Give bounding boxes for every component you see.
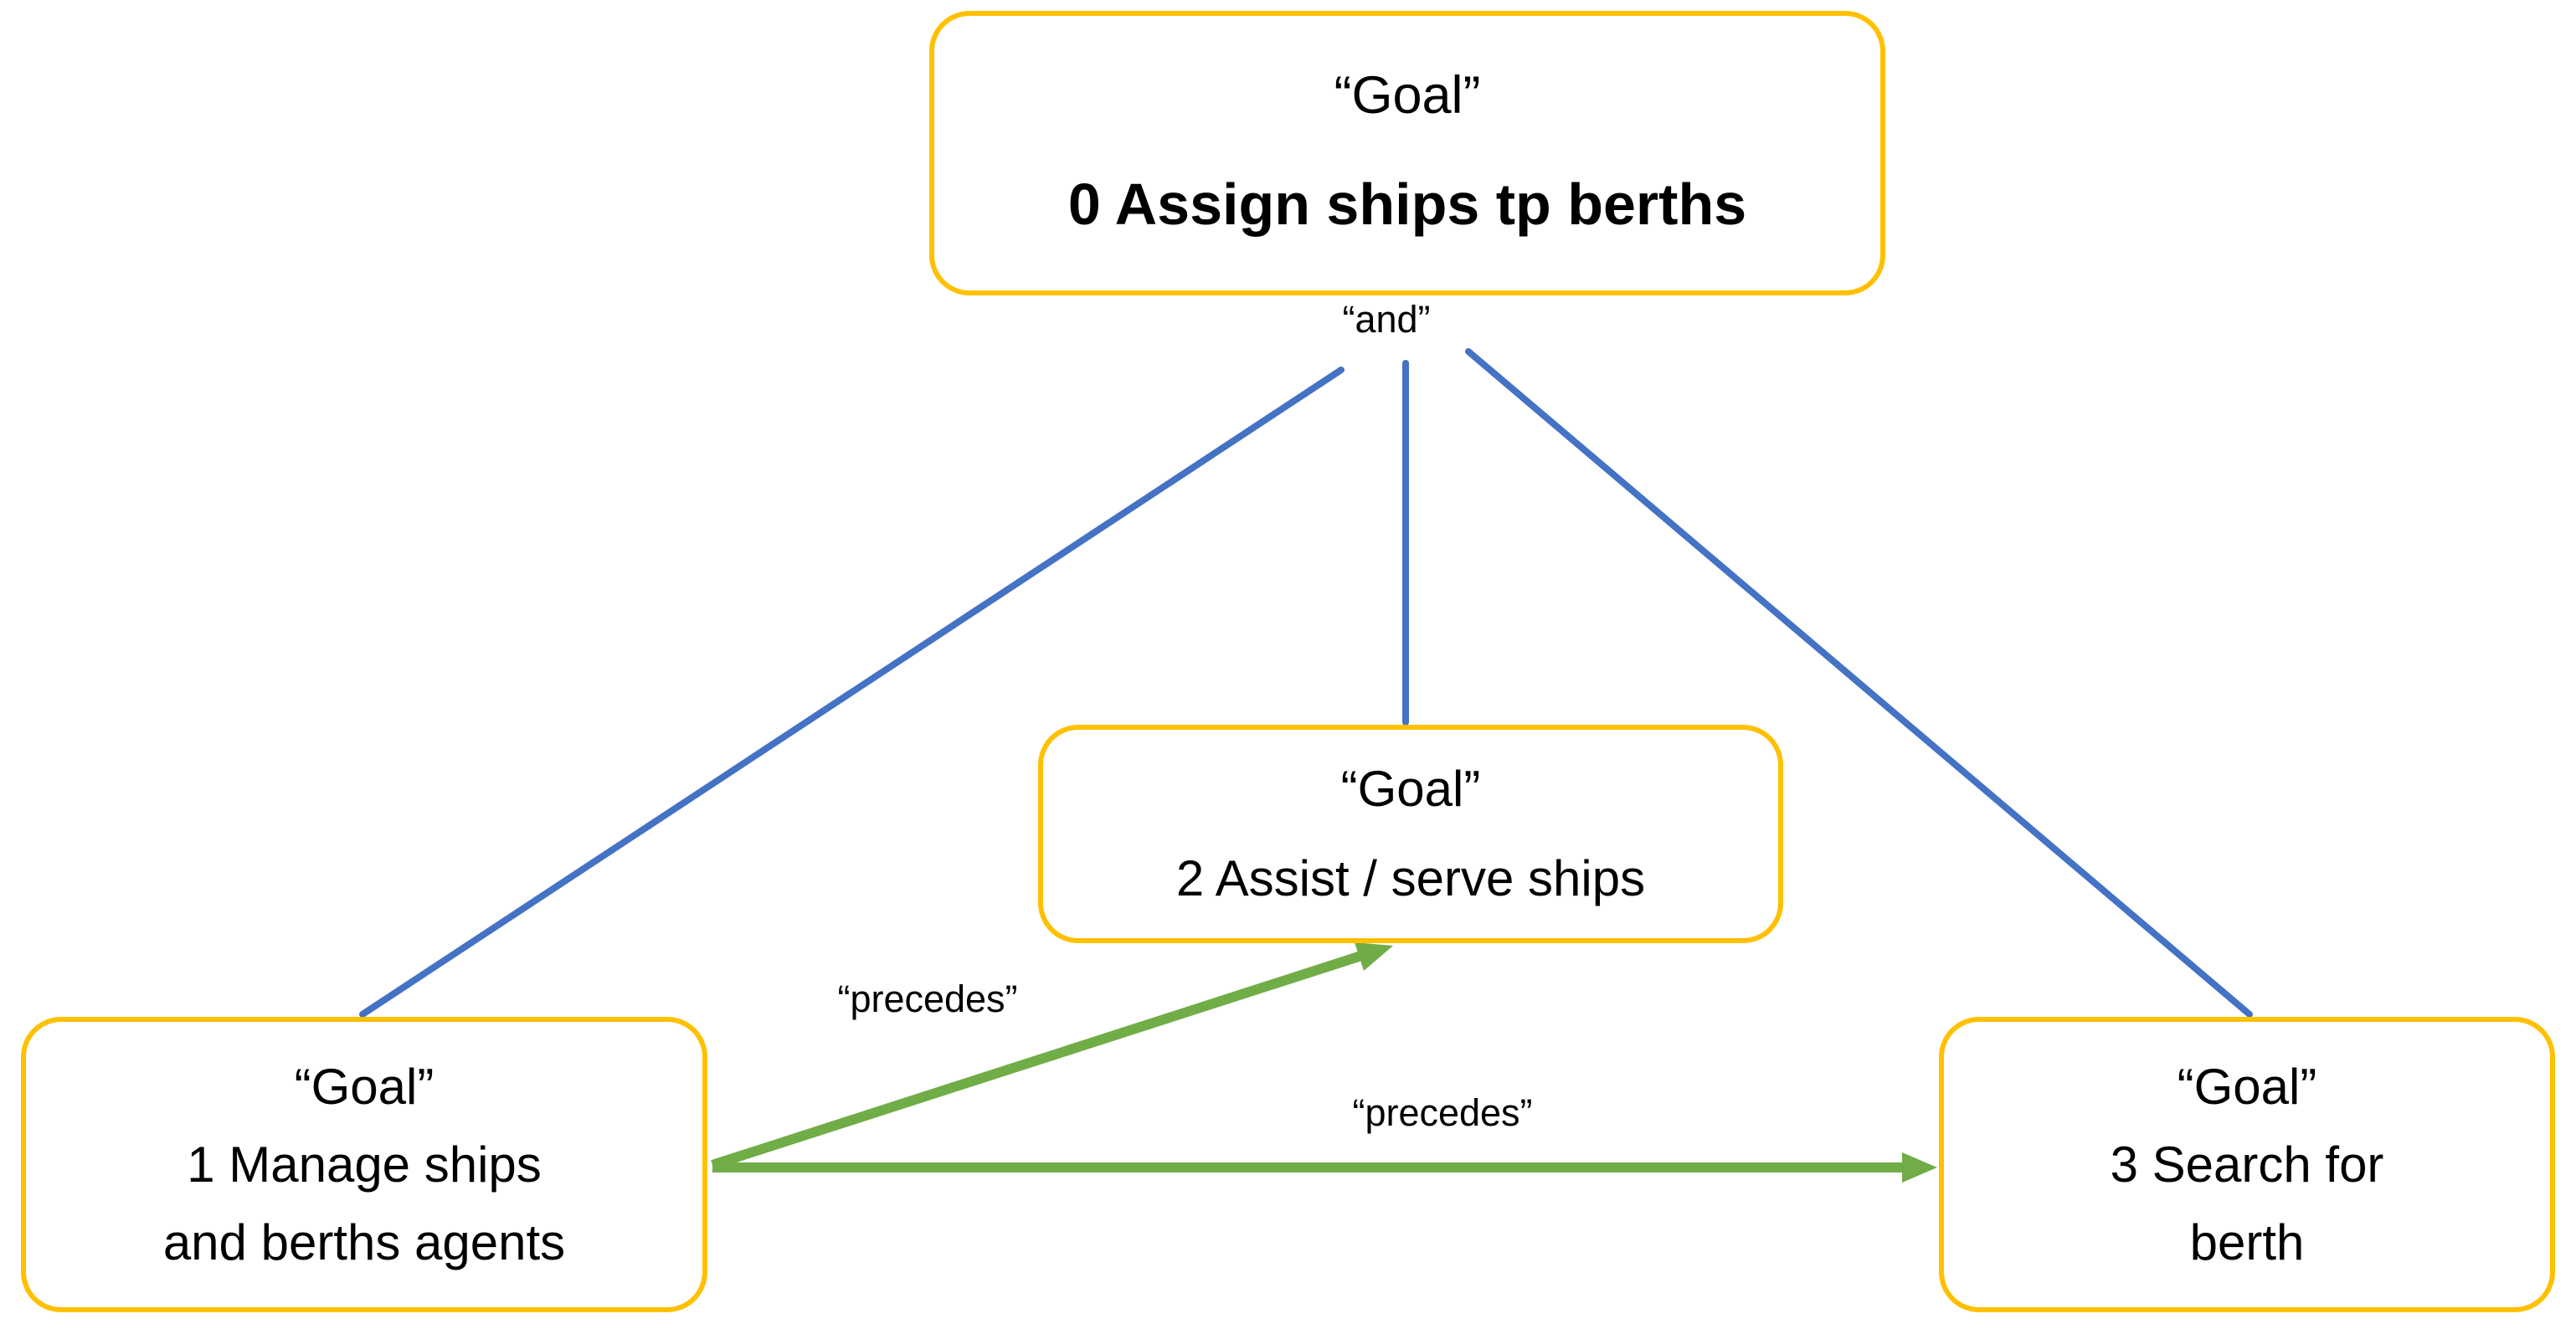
goal-node-0-type-label: “Goal”	[1334, 66, 1481, 126]
goal-node-0: “Goal” 0 Assign ships tp berths	[929, 11, 1885, 295]
and-edge-line-0-3	[1465, 348, 2253, 1018]
goal-node-3-type-label: “Goal”	[2177, 1059, 2317, 1115]
goal-node-3: “Goal” 3 Search for berth	[1939, 1017, 2555, 1312]
goal-node-0-name: 0 Assign ships tp berths	[1067, 172, 1747, 238]
goal-node-1-name-line-1: 1 Manage ships	[187, 1137, 542, 1193]
precedes-edge-label-1-3: “precedes”	[1352, 1091, 1533, 1134]
precedes-edge-line-1-2	[711, 951, 1363, 1170]
and-edge-label: “and”	[1342, 298, 1431, 341]
precedes-edge-label-1-2: “precedes”	[837, 978, 1018, 1020]
precedes-arrowhead-1-2	[1355, 942, 1393, 971]
goal-node-2: “Goal” 2 Assist / serve ships	[1038, 725, 1783, 943]
goal-node-1: “Goal” 1 Manage ships and berths agents	[21, 1017, 707, 1312]
and-edge-line-0-1	[359, 367, 1345, 1018]
precedes-arrowhead-1-3	[1902, 1152, 1937, 1183]
goal-node-2-name: 2 Assist / serve ships	[1175, 849, 1646, 906]
goal-node-1-name-line-2: and berths agents	[162, 1214, 566, 1270]
goal-node-3-name-line-2: berth	[2189, 1214, 2305, 1270]
goal-node-3-name-line-1: 3 Search for	[2110, 1137, 2384, 1193]
goal-node-2-type-label: “Goal”	[1340, 760, 1481, 817]
goal-node-1-type-label: “Goal”	[294, 1059, 434, 1115]
